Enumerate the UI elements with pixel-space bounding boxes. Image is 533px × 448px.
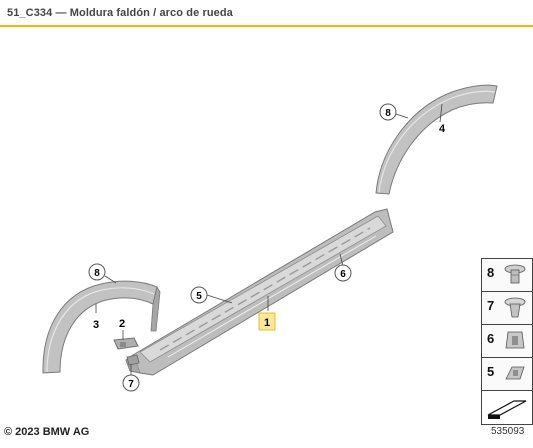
legend-number: 5: [487, 364, 495, 379]
leader-lines: [95, 103, 443, 375]
callout-label: 1: [264, 317, 270, 329]
legend-item-rivet-nut[interactable]: 8: [482, 259, 532, 292]
callout-5[interactable]: 5: [190, 286, 208, 304]
legend-number: 8: [487, 265, 495, 280]
legend-number: 7: [487, 298, 495, 313]
callout-8-rear[interactable]: 8: [379, 103, 397, 121]
callout-label: 2: [119, 318, 125, 330]
spring-clip-icon: [505, 366, 525, 380]
legend-item-spring-clip[interactable]: 5: [482, 358, 532, 391]
callout-6[interactable]: 6: [334, 264, 352, 282]
expanding-clip-icon: [504, 297, 526, 318]
legend-item-trim-strip[interactable]: [482, 391, 532, 423]
callout-2[interactable]: 2: [119, 318, 125, 330]
expanding-clip[interactable]: [126, 354, 140, 366]
callout-label: 7: [128, 379, 134, 390]
side-skirt-moulding[interactable]: [125, 208, 394, 376]
callout-1[interactable]: 1: [258, 312, 276, 331]
rear-wheel-arch-trim[interactable]: [375, 84, 498, 195]
callout-label: 3: [93, 319, 99, 331]
title-divider: [0, 25, 533, 27]
mounting-bracket[interactable]: [113, 337, 139, 350]
callout-label: 8: [94, 268, 100, 279]
callout-4[interactable]: 4: [439, 123, 446, 135]
callout-3[interactable]: 3: [93, 319, 99, 331]
page-title: 51_C334 — Moldura faldón / arco de rueda: [7, 7, 233, 19]
rivet-nut-icon: [504, 264, 526, 284]
diagram-number: 535093: [491, 426, 525, 437]
callout-label: 6: [340, 269, 346, 280]
copyright: © 2023 BMW AG: [4, 426, 90, 438]
callout-label: 8: [385, 108, 391, 119]
clip-nut-icon: [505, 331, 525, 349]
callout-label: 5: [196, 291, 202, 302]
callout-8-front[interactable]: 8: [88, 263, 106, 281]
legend-item-clip-nut[interactable]: 6: [482, 325, 532, 358]
legend-item-expanding-clip[interactable]: 7: [482, 292, 532, 325]
parts-legend: 8 7 6 5: [481, 258, 533, 425]
callout-7[interactable]: 7: [122, 374, 140, 392]
front-wheel-arch-trim[interactable]: [42, 280, 161, 374]
trim-strip-icon: [487, 400, 527, 419]
legend-number: 6: [487, 331, 495, 346]
callout-label: 4: [439, 123, 446, 135]
